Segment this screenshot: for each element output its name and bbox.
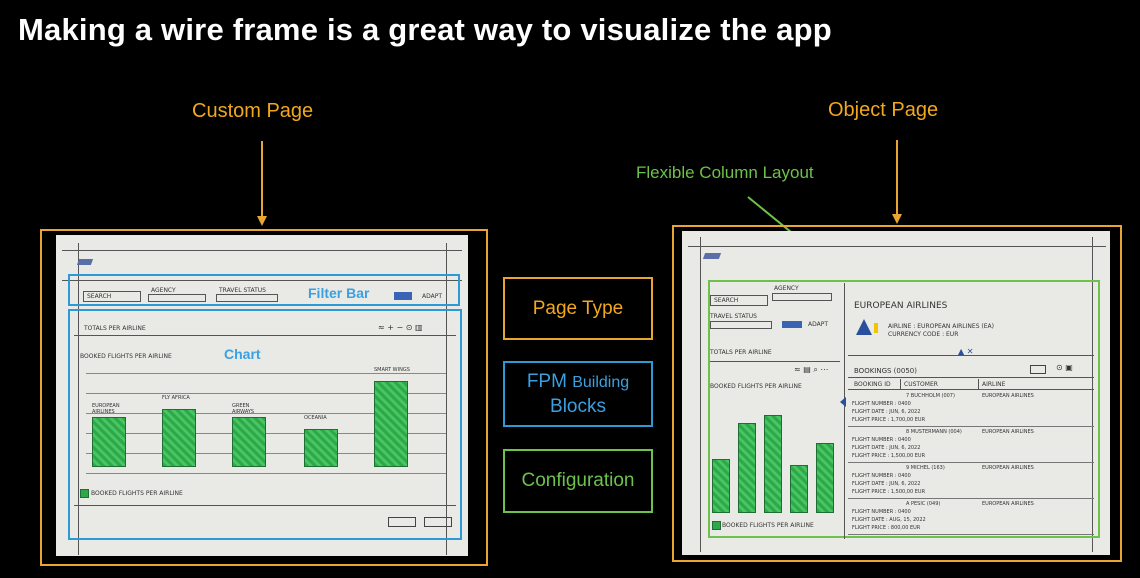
row-flight-date: FLIGHT DATE : AUG, 15, 2022 <box>852 517 926 523</box>
chart-bar <box>374 381 408 467</box>
travel-status-field[interactable] <box>216 294 278 302</box>
col-airline: AIRLINE <box>982 381 1006 388</box>
travel-status-field[interactable] <box>710 321 772 329</box>
flexible-column-layout-label: Flexible Column Layout <box>636 163 814 182</box>
chart-bar <box>162 408 196 467</box>
row-flight-number: FLIGHT NUMBER : 0400 <box>852 437 911 443</box>
go-button[interactable] <box>782 321 802 328</box>
row-flight-price: FLIGHT PRICE : 1,500,00 EUR <box>852 453 926 459</box>
chart-bar <box>304 429 338 467</box>
configuration-legend: Configuration <box>503 449 653 513</box>
chart-title: BOOKED FLIGHTS PER AIRLINE <box>710 383 802 390</box>
table-settings-icon[interactable] <box>1030 365 1046 374</box>
row-airline: EUROPEAN AIRLINES <box>982 429 1034 435</box>
chart-bar <box>232 417 266 467</box>
bar-label: SMART WINGS <box>374 367 410 373</box>
slide-title: Making a wire frame is a great way to vi… <box>18 12 832 47</box>
legend-text: BOOKED FLIGHTS PER AIRLINE <box>722 522 814 529</box>
page-type-legend: Page Type <box>503 277 653 340</box>
legend-swatch <box>712 521 721 530</box>
row-flight-date: FLIGHT DATE : JUN, 6, 2022 <box>852 445 921 451</box>
chart-bar <box>92 417 126 467</box>
row-airline: EUROPEAN AIRLINES <box>982 501 1034 507</box>
bar-label: FLY AFRICA <box>162 394 190 401</box>
object-page-frame: SEARCH AGENCY TRAVEL STATUS ADAPT TOTALS… <box>672 225 1122 562</box>
airline-logo-icon <box>856 319 872 335</box>
row-flight-date: FLIGHT DATE : JUN, 6, 2022 <box>852 409 921 415</box>
logo-icon <box>702 253 722 259</box>
logo-icon <box>76 259 94 265</box>
filter-bar-box <box>68 274 460 306</box>
object-page-label: Object Page <box>828 99 939 121</box>
bar-label: EUROPEAN AIRLINES <box>92 403 120 416</box>
agency-label: AGENCY <box>774 285 799 292</box>
chart-title: BOOKED FLIGHTS PER AIRLINE <box>80 353 172 360</box>
custom-page-sketch: SEARCH AGENCY TRAVEL STATUS Filter Bar A… <box>56 235 468 556</box>
filter-bar-label: Filter Bar <box>308 285 370 301</box>
row-flight-number: FLIGHT NUMBER : 0400 <box>852 509 911 515</box>
footer-button-1[interactable] <box>388 517 416 527</box>
chart-bar <box>738 423 756 513</box>
bookings-title: BOOKINGS (0050) <box>854 367 917 375</box>
footer-button-2[interactable] <box>424 517 452 527</box>
chart-bar <box>712 459 730 513</box>
blocks-text: Blocks <box>550 395 606 417</box>
chart-bar <box>816 443 834 513</box>
table-actions-icon[interactable]: ⊙ ▣ <box>1056 363 1073 372</box>
row-flight-price: FLIGHT PRICE : 1,500,00 EUR <box>852 489 926 495</box>
legend-text: BOOKED FLIGHTS PER AIRLINE <box>91 490 183 497</box>
row-customer: 8 MUSTERMANN (004) <box>906 429 962 435</box>
totals-per-airline: TOTALS PER AIRLINE <box>710 349 772 356</box>
row-airline: EUROPEAN AIRLINES <box>982 465 1034 471</box>
configuration-text: Configuration <box>521 470 635 491</box>
custom-page-frame: SEARCH AGENCY TRAVEL STATUS Filter Bar A… <box>40 229 488 566</box>
chart-toolbar-icons[interactable]: ≈ + − ⊙ ▥ <box>378 323 423 332</box>
search-field[interactable]: SEARCH <box>710 295 768 306</box>
row-customer: 9 MICHEL (163) <box>906 465 945 471</box>
travel-status-label: TRAVEL STATUS <box>219 287 266 294</box>
row-flight-number: FLIGHT NUMBER : 0400 <box>852 473 911 479</box>
chart-bar <box>764 414 782 513</box>
row-airline: EUROPEAN AIRLINES <box>982 393 1034 399</box>
header-toggle-icon[interactable]: ▲ ✕ <box>958 347 974 356</box>
agency-field[interactable] <box>772 293 832 301</box>
currency-field: CURRENCY CODE : EUR <box>888 331 959 338</box>
search-field[interactable]: SEARCH <box>83 291 141 302</box>
chart-label: Chart <box>224 346 261 362</box>
page-type-text: Page Type <box>532 297 624 319</box>
fpm-building-blocks-legend: FPM Building Blocks <box>503 361 653 427</box>
go-button[interactable] <box>394 292 412 300</box>
row-flight-price: FLIGHT PRICE : 1,700,00 EUR <box>852 417 926 423</box>
row-customer: 7 BUCHHOLM (007) <box>906 393 955 399</box>
object-header-title: EUROPEAN AIRLINES <box>854 301 948 311</box>
object-page-sketch: SEARCH AGENCY TRAVEL STATUS ADAPT TOTALS… <box>682 231 1110 555</box>
fpm-text: FPM <box>526 370 567 392</box>
row-customer: A PESIC (049) <box>906 501 941 507</box>
agency-field[interactable] <box>148 294 206 302</box>
adapt-button[interactable]: ADAPT <box>422 293 443 300</box>
airline-field: AIRLINE : EUROPEAN AIRLINES (EA) <box>888 323 994 330</box>
travel-status-label: TRAVEL STATUS <box>710 313 757 320</box>
col-booking-id: BOOKING ID <box>854 381 891 388</box>
col-customer: CUSTOMER <box>904 381 938 388</box>
agency-label: AGENCY <box>151 287 176 294</box>
legend-swatch <box>80 489 89 498</box>
collapse-handle-icon[interactable] <box>840 397 846 407</box>
chart-box <box>68 309 462 540</box>
adapt-button[interactable]: ADAPT <box>808 321 829 328</box>
building-text: Building <box>572 373 630 391</box>
fcl-box <box>708 280 1100 538</box>
row-flight-date: FLIGHT DATE : JUN, 6, 2022 <box>852 481 921 487</box>
row-flight-price: FLIGHT PRICE : 800,00 EUR <box>852 525 921 531</box>
custom-page-label: Custom Page <box>192 100 314 122</box>
chart-toolbar-icons[interactable]: ≈ ▤ ⌕ ⋯ <box>794 365 829 374</box>
bar-label: GREEN AIRWAYS <box>232 403 255 416</box>
totals-per-airline: TOTALS PER AIRLINE <box>84 325 146 332</box>
chart-bar <box>790 465 808 513</box>
row-flight-number: FLIGHT NUMBER : 0400 <box>852 401 911 407</box>
bar-label: OCEANIA <box>304 415 327 422</box>
